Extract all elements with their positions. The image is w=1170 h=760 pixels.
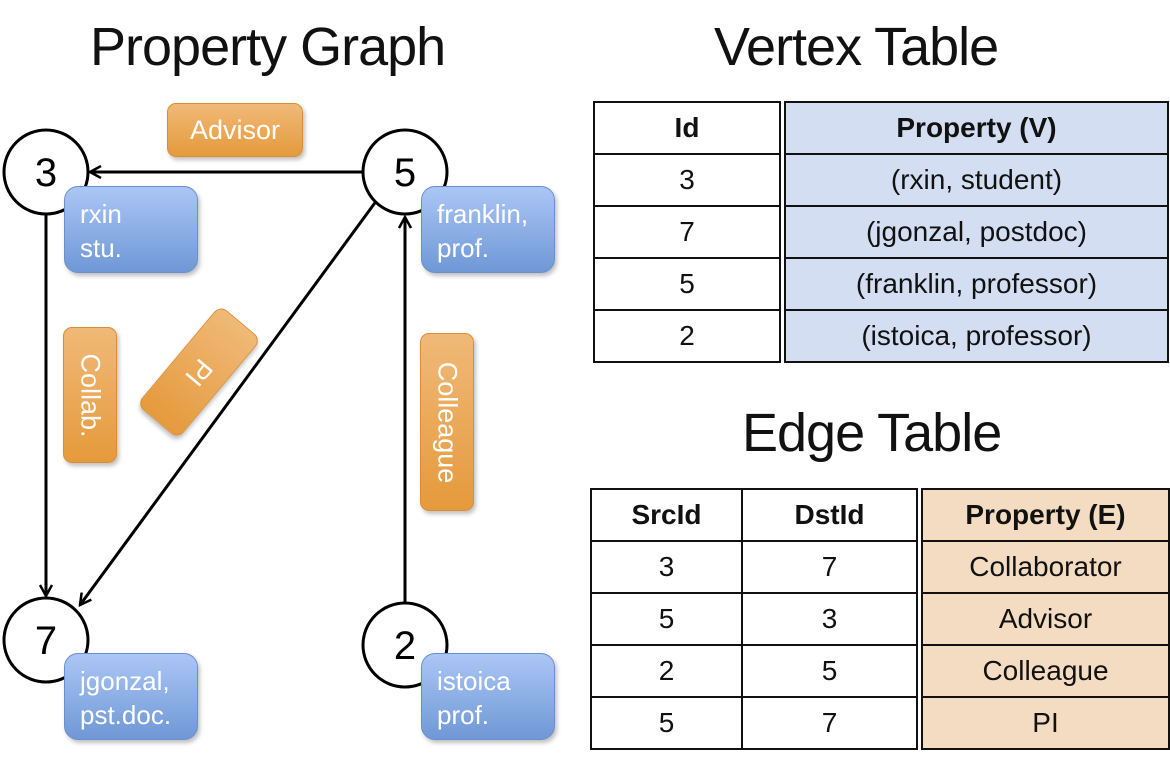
edge-table-title: Edge Table [742,403,1002,463]
table-cell: 7 [741,540,918,594]
edge-label-colleague: Colleague [420,333,474,511]
table-cell: 2 [593,309,781,363]
header-dstid: DstId [741,488,918,542]
column-gap [779,206,786,258]
table-cell: 5 [590,592,743,646]
column-gap [779,154,786,206]
table-cell: Collaborator [921,540,1170,594]
vertex-table-title: Vertex Table [714,17,999,77]
table-cell: Advisor [921,592,1170,646]
table-cell: 2 [590,644,743,698]
table-row: 3(rxin, student) [593,153,1169,207]
header-id: Id [593,101,781,155]
table-cell: 3 [590,540,743,594]
table-cell: 5 [741,644,918,698]
vertex-table: Id Property (V) 3(rxin, student)7(jgonza… [593,101,1169,363]
node-id: 2 [394,624,416,668]
edge-5-7 [80,199,379,605]
table-header: SrcId DstId Property (E) [590,488,1170,542]
table-cell: Colleague [921,644,1170,698]
table-cell: 7 [741,696,918,750]
edge-label-advisor: Advisor [167,103,303,157]
node-id: 3 [35,151,57,195]
table-cell: (rxin, student) [784,153,1169,207]
column-gap [916,645,923,697]
node-id: 7 [35,619,57,663]
table-header: Id Property (V) [593,101,1169,155]
graph-edges: 3 5 7 2 [2,128,449,689]
column-gap [779,258,786,310]
column-gap [916,593,923,645]
table-cell: (franklin, professor) [784,257,1169,311]
vertex-property-2: istoica prof. [421,653,555,740]
table-row: 5(franklin, professor) [593,257,1169,311]
table-cell: 7 [593,205,781,259]
graph-title: Property Graph [90,17,446,77]
column-gap [916,697,923,749]
edge-label-collab: Collab. [63,327,117,463]
column-gap [916,541,923,593]
vertex-property-3: rxin stu. [64,186,198,273]
edge-label-text: Collab. [75,352,106,438]
table-row: 7(jgonzal, postdoc) [593,205,1169,259]
header-property-v: Property (V) [784,101,1169,155]
vertex-property-5: franklin, prof. [421,186,555,273]
column-gap [779,310,786,362]
table-cell: (istoica, professor) [784,309,1169,363]
table-cell: 5 [593,257,781,311]
edge-label-text: Colleague [432,361,463,483]
table-cell: (jgonzal, postdoc) [784,205,1169,259]
table-cell: PI [921,696,1170,750]
edge-label-text: Advisor [189,114,281,145]
table-cell: 3 [593,153,781,207]
vertex-property-7: jgonzal, pst.doc. [64,653,198,740]
header-property-e: Property (E) [921,488,1170,542]
node-id: 5 [394,151,416,195]
header-srcid: SrcId [590,488,743,542]
table-cell: 5 [590,696,743,750]
edge-label-text: PI [179,352,220,392]
table-cell: 3 [741,592,918,646]
table-row: 2(istoica, professor) [593,309,1169,363]
